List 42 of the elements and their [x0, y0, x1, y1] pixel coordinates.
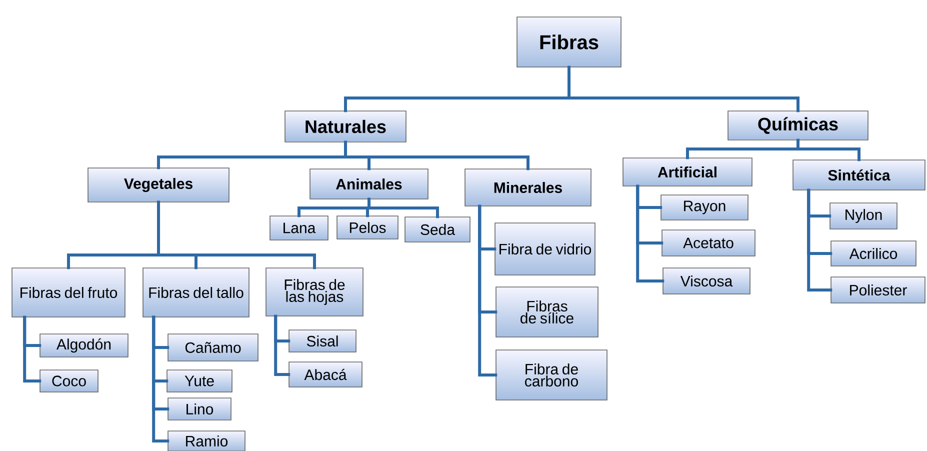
- connector-line: [796, 138, 860, 162]
- connector-line: [368, 198, 439, 218]
- fiber-box: Fibras de sílice: [496, 286, 598, 338]
- category-box: Minerales: [464, 168, 592, 206]
- fiber-box: Poliester: [830, 276, 926, 304]
- fiber-box: Algodón: [40, 334, 128, 358]
- category-box: Fibras: [516, 16, 622, 68]
- connector-line: [23, 316, 42, 382]
- connector-line: [152, 316, 170, 442]
- fiber-box: Lana: [270, 216, 328, 240]
- category-box: Naturales: [284, 110, 406, 142]
- category-box: Artificial: [622, 158, 752, 186]
- fiber-box: Acetato: [662, 230, 756, 256]
- category-box: Vegetales: [88, 168, 230, 202]
- fiber-box: Ramio: [168, 430, 246, 451]
- fiber-box: Pelos: [336, 216, 398, 240]
- connector-line: [274, 314, 290, 376]
- fiber-box: Fibras de las hojas: [266, 268, 364, 316]
- category-box: Sintética: [792, 160, 926, 190]
- connector-line: [478, 204, 498, 376]
- fiber-box: Fibra de carbono: [496, 350, 608, 400]
- fiber-box: Rayon: [660, 194, 748, 220]
- fiber-box: Lino: [168, 398, 232, 420]
- fiber-box: Coco: [40, 370, 98, 392]
- fiber-box: Fibras del tallo: [142, 268, 250, 318]
- fiber-box: Viscosa: [662, 268, 750, 294]
- fiber-box: Cañamo: [168, 334, 258, 362]
- fiber-box: Fibras del fruto: [12, 268, 126, 318]
- connector-line: [807, 188, 832, 292]
- fiber-box: Abacá: [288, 362, 362, 388]
- fiber-box: Yute: [166, 370, 232, 392]
- fiber-box: Fibra de vidrio: [494, 222, 596, 276]
- category-box: Químicas: [728, 110, 868, 140]
- fiber-box: Acrilico: [830, 240, 916, 266]
- connector-line: [568, 66, 800, 112]
- connector-line: [636, 184, 664, 282]
- fiber-box: Sisal: [288, 330, 356, 352]
- connector-line: [157, 200, 316, 270]
- fiber-box: Nylon: [830, 202, 898, 230]
- category-box: Animales: [310, 168, 428, 200]
- connector-line: [344, 140, 530, 170]
- fiber-box: Seda: [404, 216, 470, 242]
